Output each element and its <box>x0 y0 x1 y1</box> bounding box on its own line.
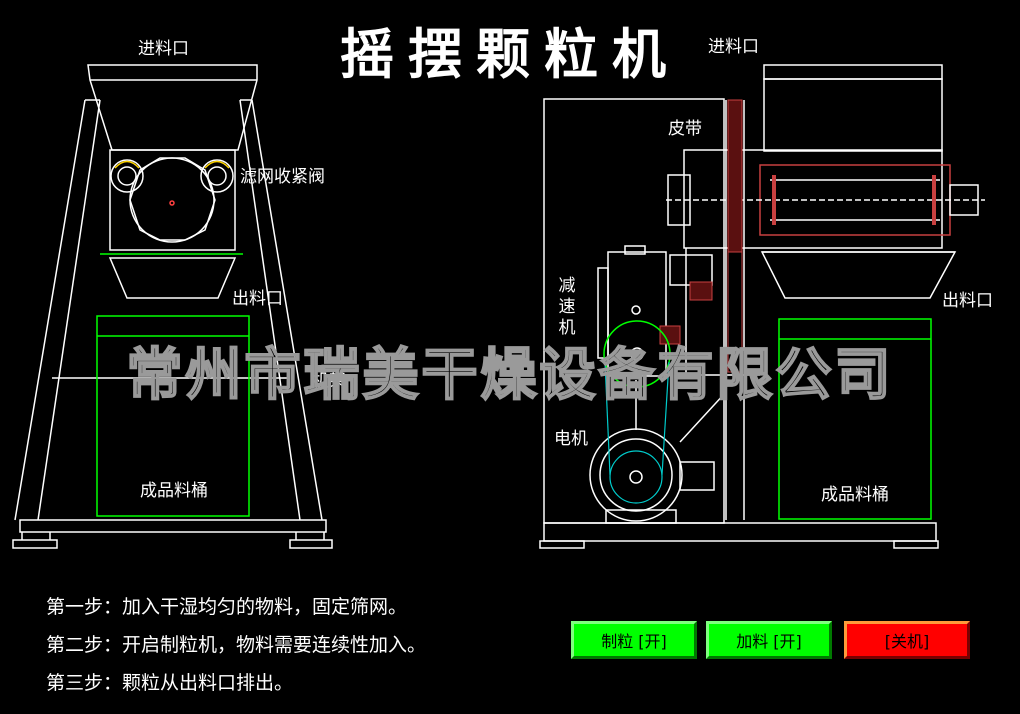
frame-label: 机架 <box>312 371 346 391</box>
shutdown-button[interactable]: [关机] <box>844 621 970 659</box>
left-product-bin <box>96 315 250 517</box>
right-tension-wheel <box>200 159 234 193</box>
right-hopper <box>763 78 943 152</box>
right-outlet-label: 出料口 <box>942 291 993 311</box>
left-outlet-label: 出料口 <box>232 289 283 309</box>
reducer-pulley <box>603 320 671 388</box>
left-outlet-chute <box>108 257 237 299</box>
right-frame-leg <box>251 99 323 521</box>
step-1: 第一步：加入干湿均匀的物料，固定筛网。 <box>46 596 408 618</box>
granulate-on-button[interactable]: 制粒 [开] <box>571 621 697 659</box>
right-bin-label: 成品料桶 <box>821 485 889 505</box>
left-inlet-label: 进料口 <box>138 39 189 59</box>
step-2: 第二步：开启制粒机，物料需要连续性加入。 <box>46 634 427 656</box>
right-product-bin <box>778 318 932 520</box>
right-outlet-chute <box>760 251 957 299</box>
step-3: 第三步：颗粒从出料口排出。 <box>46 672 294 694</box>
granulator-housing <box>109 149 236 251</box>
machine-base <box>543 522 937 542</box>
right-inlet-label: 进料口 <box>708 37 759 57</box>
filter-valve-label: 滤网收紧阀 <box>240 167 325 187</box>
page-title: 摇摆颗粒机 <box>340 23 680 86</box>
frame-base <box>19 519 327 533</box>
drive-belt <box>604 361 611 476</box>
left-frame-leg <box>14 99 86 521</box>
side-view <box>539 64 985 549</box>
belt-label: 皮带 <box>668 119 702 139</box>
left-tension-wheel <box>110 159 144 193</box>
front-view <box>12 64 333 549</box>
left-bin-label: 成品料桶 <box>140 481 208 501</box>
reducer-label: 减速机 <box>558 276 576 338</box>
motor <box>589 428 683 522</box>
motor-label: 电机 <box>554 429 588 449</box>
feed-on-button[interactable]: 加料 [开] <box>706 621 832 659</box>
